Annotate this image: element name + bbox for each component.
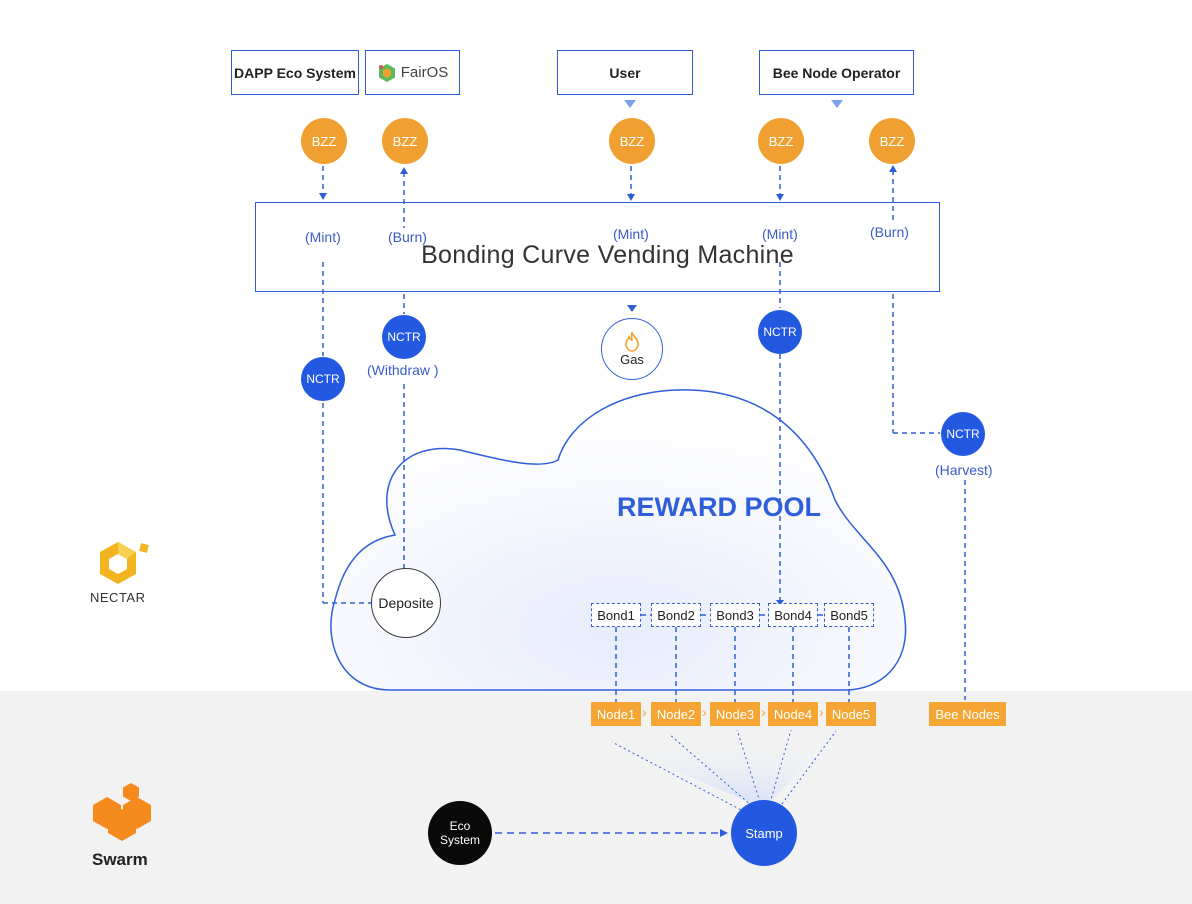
node-box: Node3 [710, 702, 760, 726]
bee-node-operator-box: Bee Node Operator [759, 50, 914, 95]
swarm-logo-icon [93, 783, 151, 841]
fairos-logo-icon [378, 63, 395, 82]
eco-system-line1: Eco [449, 819, 471, 833]
gas-arrowhead [627, 305, 637, 312]
machine-title: Bonding Curve Vending Machine [421, 241, 794, 269]
stamp-ray [668, 733, 753, 807]
bonding-curve-machine [255, 202, 940, 292]
bzz-coin-dapp: BZZ [301, 118, 347, 164]
swarm-band [0, 691, 1192, 904]
arrowhead [400, 167, 408, 174]
fairos-label: FairOS [400, 64, 449, 81]
flame-icon [625, 331, 639, 352]
mint-label: (Mint) [305, 229, 341, 245]
bzz-coin-user: BZZ [609, 118, 655, 164]
harvest-label: (Harvest) [935, 462, 993, 478]
nctr-coin-harvest: NCTR [941, 412, 985, 456]
user-box: User [557, 50, 693, 95]
arrowhead [319, 193, 327, 200]
nctr-coin-withdraw: NCTR [382, 315, 426, 359]
eco-system-line2: System [439, 833, 480, 847]
eco-system-node: Eco System [428, 801, 492, 865]
bond-box: Bond3 [710, 603, 760, 627]
operator-arrow-down-icon [831, 100, 843, 108]
withdraw-label: (Withdraw ) [367, 362, 439, 378]
nectar-label: NECTAR [90, 590, 146, 605]
node-box: Node2 [651, 702, 701, 726]
stamp-fan [612, 734, 836, 808]
stamp-ray [778, 730, 837, 809]
mint-label: (Mint) [613, 226, 649, 242]
arrowhead [889, 165, 897, 172]
swarm-label: Swarm [92, 850, 148, 869]
burn-label: (Burn) [388, 229, 427, 245]
nectar-logo-icon [100, 542, 149, 584]
bond-box: Bond5 [824, 603, 874, 627]
arrowhead [720, 829, 728, 837]
nctr-coin-operator: NCTR [758, 310, 802, 354]
dapp-eco-system-box: DAPP Eco System [231, 50, 359, 95]
node-box: Node4 [768, 702, 818, 726]
bond-box: Bond1 [591, 603, 641, 627]
stamp-node: Stamp [731, 800, 797, 866]
chevron-right-icon: › [819, 704, 824, 720]
arrowhead [627, 194, 635, 201]
reward-pool-title: REWARD POOL [617, 492, 822, 522]
chevron-right-icon: › [702, 704, 707, 720]
nctr-coin-mint: NCTR [301, 357, 345, 401]
bzz-coin-fairos: BZZ [382, 118, 428, 164]
burn-label: (Burn) [870, 224, 909, 240]
user-arrow-down-icon [624, 100, 636, 108]
gas-node: Gas [601, 318, 663, 380]
chevron-right-icon: › [642, 704, 647, 720]
bond-box: Bond2 [651, 603, 701, 627]
bond-box: Bond4 [768, 603, 818, 627]
node-box: Node1 [591, 702, 641, 726]
stamp-ray [611, 741, 746, 813]
mint-label: (Mint) [762, 226, 798, 242]
deposite-node: Deposite [371, 568, 441, 638]
bzz-coin-operator-burn: BZZ [869, 118, 915, 164]
gas-label: Gas [620, 351, 644, 367]
arrowhead [776, 194, 784, 201]
fairos-box: FairOS [365, 50, 460, 95]
chevron-right-icon: › [761, 704, 766, 720]
bzz-coin-operator-mint: BZZ [758, 118, 804, 164]
node-box: Node5 [826, 702, 876, 726]
bee-nodes-box: Bee Nodes [929, 702, 1006, 726]
reward-pool-cloud [330, 389, 907, 691]
